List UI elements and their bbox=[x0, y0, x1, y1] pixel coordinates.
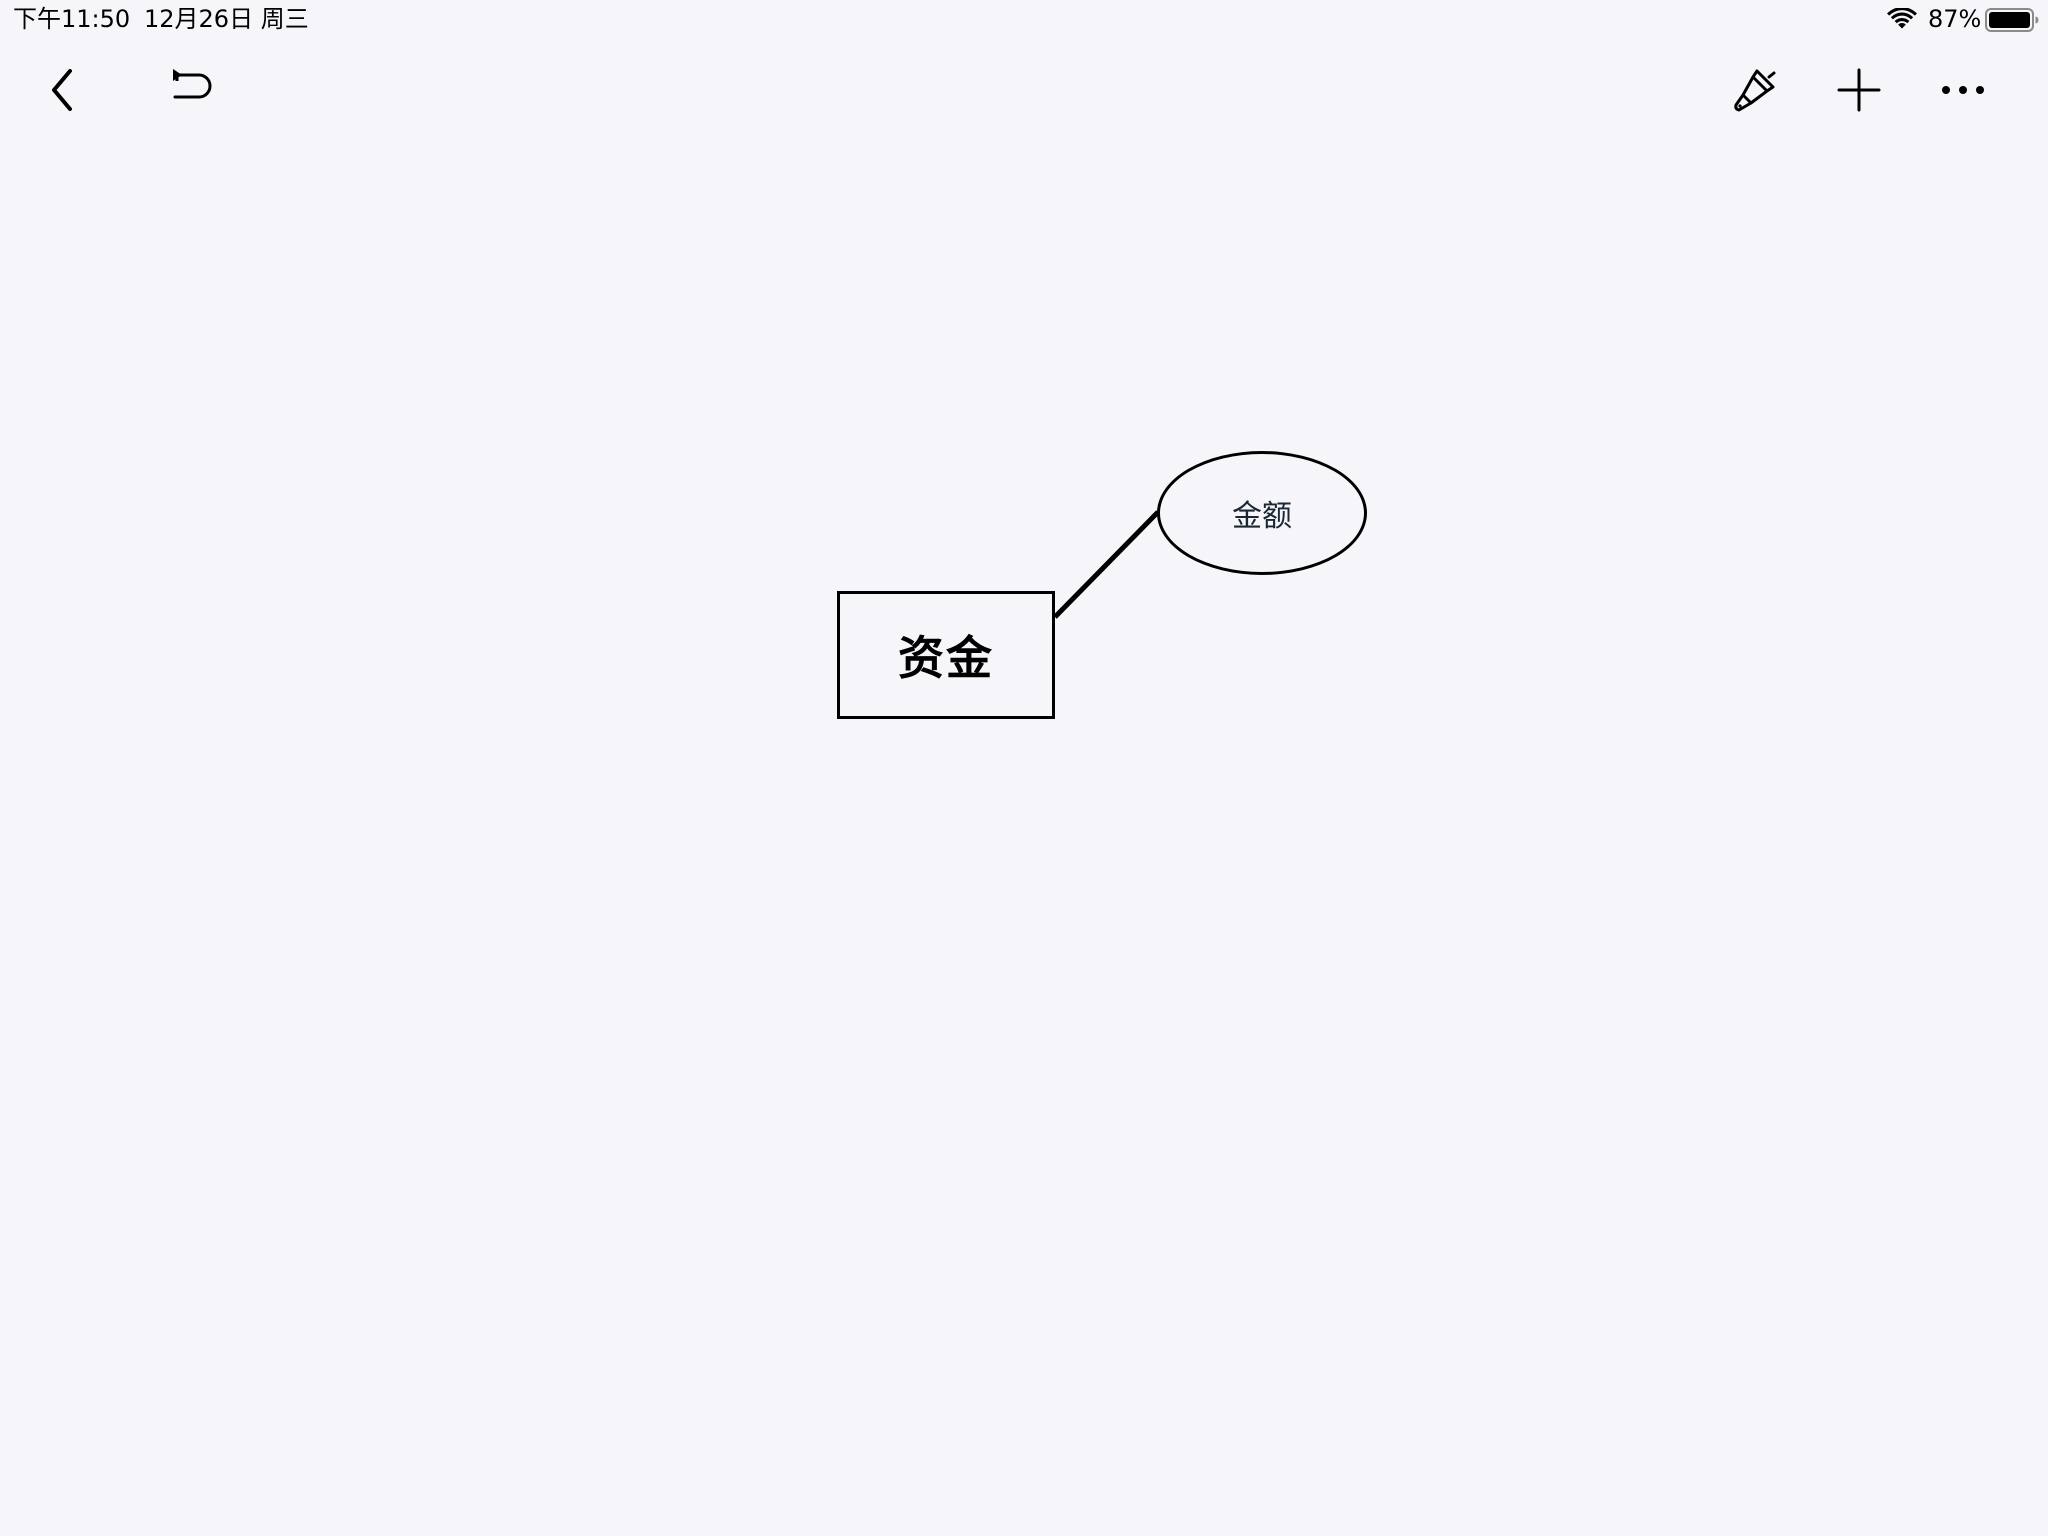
attribute-label: 金额 bbox=[1232, 499, 1292, 534]
connector-line[interactable] bbox=[0, 130, 2048, 1536]
wifi-icon bbox=[1887, 7, 1917, 30]
diagram-canvas[interactable]: 资金 金额 bbox=[0, 130, 2048, 1536]
add-button[interactable] bbox=[1829, 60, 1889, 120]
status-bar: 下午11:50 12月26日 周三 87% bbox=[0, 0, 2048, 40]
battery-icon bbox=[1985, 8, 2039, 32]
more-icon bbox=[1941, 84, 1985, 96]
battery-percent: 87% bbox=[1928, 5, 1982, 33]
plus-icon bbox=[1836, 67, 1882, 113]
undo-button[interactable] bbox=[158, 60, 218, 120]
undo-icon bbox=[163, 67, 213, 113]
format-brush-icon bbox=[1731, 65, 1781, 115]
chevron-left-icon bbox=[44, 65, 84, 115]
attribute-node[interactable]: 金额 bbox=[1157, 451, 1367, 575]
battery-fill bbox=[1989, 12, 2030, 28]
status-time: 下午11:50 bbox=[13, 5, 131, 33]
format-brush-button[interactable] bbox=[1726, 60, 1786, 120]
entity-node[interactable]: 资金 bbox=[837, 591, 1055, 719]
more-button[interactable] bbox=[1933, 60, 1993, 120]
entity-label: 资金 bbox=[898, 631, 994, 685]
back-button[interactable] bbox=[34, 60, 94, 120]
status-date: 12月26日 周三 bbox=[144, 5, 309, 33]
